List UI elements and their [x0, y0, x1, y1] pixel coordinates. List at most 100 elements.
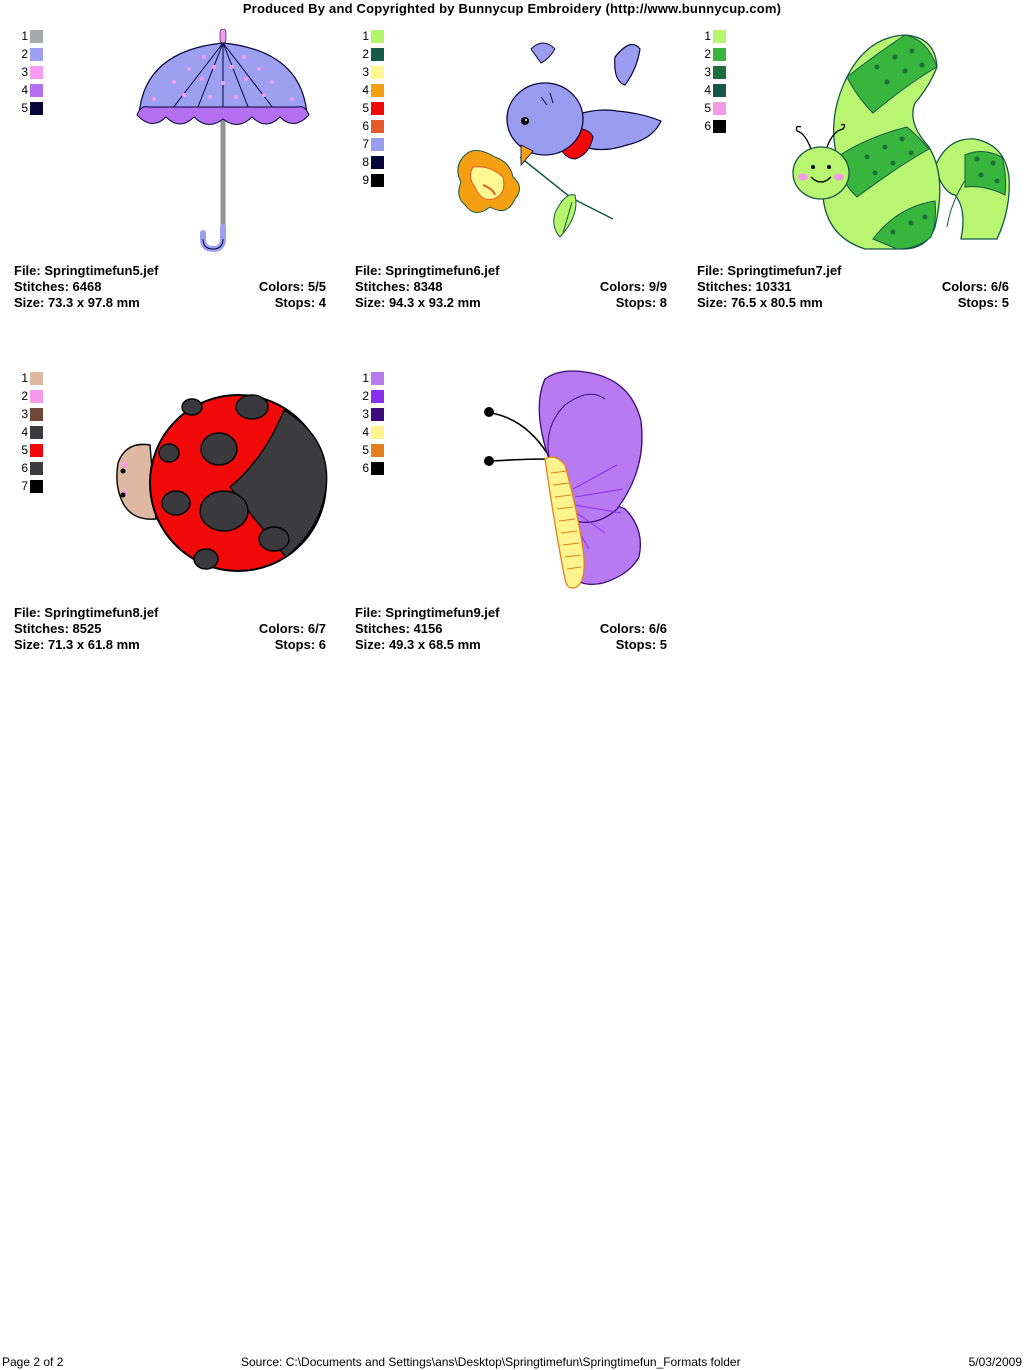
thread-color-number: 6	[362, 119, 369, 133]
thread-color-row: 2	[359, 387, 384, 405]
caterpillar-embroidery-image	[792, 34, 1010, 250]
thread-color-swatch	[371, 173, 384, 187]
thread-color-row: 5	[359, 99, 384, 117]
stitch-count: Stitches: 8348	[355, 279, 443, 294]
thread-color-row: 3	[359, 405, 384, 423]
thread-color-swatch	[30, 389, 43, 403]
thread-color-number: 1	[362, 29, 369, 43]
thread-color-number: 5	[362, 101, 369, 115]
thread-color-swatch	[30, 29, 43, 43]
page-number: Page 2 of 2	[2, 1355, 64, 1369]
thread-color-row: 4	[701, 81, 726, 99]
thread-color-swatch	[713, 83, 726, 97]
stop-count: Stops: 6	[274, 637, 326, 652]
thread-color-row: 7	[359, 135, 384, 153]
umbrella-embroidery-image	[136, 28, 310, 253]
thread-color-number: 1	[704, 29, 711, 43]
print-date: 5/03/2009	[968, 1355, 1022, 1369]
thread-color-row: 4	[18, 423, 43, 441]
thread-color-row: 3	[359, 63, 384, 81]
thread-color-row: 1	[359, 27, 384, 45]
bird-embroidery-image	[457, 42, 662, 238]
thread-color-row: 5	[18, 441, 43, 459]
thread-color-list: 1 2 3 4 5 6 7 8 9	[359, 27, 384, 189]
thread-color-swatch	[371, 389, 384, 403]
thread-color-number: 8	[362, 155, 369, 169]
thread-color-number: 4	[21, 83, 28, 97]
thread-color-row: 6	[359, 117, 384, 135]
thread-color-row: 2	[18, 387, 43, 405]
thread-color-swatch	[30, 101, 43, 115]
thread-color-row: 5	[701, 99, 726, 117]
thread-color-row: 3	[18, 405, 43, 423]
thread-color-row: 2	[359, 45, 384, 63]
thread-color-row: 1	[18, 369, 43, 387]
thread-color-swatch	[371, 137, 384, 151]
color-count: Colors: 9/9	[599, 279, 667, 294]
stitch-count: Stitches: 4156	[355, 621, 443, 636]
color-count: Colors: 6/7	[258, 621, 326, 636]
thread-color-number: 1	[362, 371, 369, 385]
thread-color-swatch	[371, 83, 384, 97]
thread-color-swatch	[371, 443, 384, 457]
thread-color-swatch	[371, 29, 384, 43]
thread-color-row: 6	[359, 459, 384, 477]
thread-color-row: 4	[18, 81, 43, 99]
thread-color-row: 5	[18, 99, 43, 117]
design-size: Size: 49.3 x 68.5 mm	[355, 637, 481, 652]
thread-color-number: 4	[362, 83, 369, 97]
thread-color-number: 5	[362, 443, 369, 457]
thread-color-swatch	[30, 425, 43, 439]
color-count: Colors: 6/6	[941, 279, 1009, 294]
thread-color-swatch	[371, 47, 384, 61]
thread-color-swatch	[371, 371, 384, 385]
thread-color-row: 4	[359, 81, 384, 99]
file-name: File: Springtimefun9.jef	[355, 605, 500, 620]
source-path: Source: C:\Documents and Settings\ans\De…	[241, 1355, 741, 1369]
thread-color-swatch	[371, 65, 384, 79]
thread-color-swatch	[371, 155, 384, 169]
thread-color-number: 3	[362, 65, 369, 79]
thread-color-number: 1	[21, 371, 28, 385]
stitch-count: Stitches: 6468	[14, 279, 102, 294]
thread-color-number: 3	[704, 65, 711, 79]
stop-count: Stops: 5	[615, 637, 667, 652]
thread-color-row: 9	[359, 171, 384, 189]
file-name: File: Springtimefun5.jef	[14, 263, 159, 278]
page-header: Produced By and Copyrighted by Bunnycup …	[242, 1, 782, 16]
thread-color-number: 3	[21, 407, 28, 421]
design-size: Size: 94.3 x 93.2 mm	[355, 295, 481, 310]
thread-color-row: 4	[359, 423, 384, 441]
stop-count: Stops: 8	[615, 295, 667, 310]
design-size: Size: 73.3 x 97.8 mm	[14, 295, 140, 310]
design-info: File: Springtimefun7.jef Stitches: 10331…	[697, 263, 1009, 311]
thread-color-row: 1	[359, 369, 384, 387]
thread-color-swatch	[30, 407, 43, 421]
thread-color-swatch	[30, 65, 43, 79]
stop-count: Stops: 4	[274, 295, 326, 310]
butterfly-embroidery-image	[484, 370, 643, 589]
thread-color-row: 8	[359, 153, 384, 171]
thread-color-swatch	[30, 461, 43, 475]
thread-color-number: 3	[21, 65, 28, 79]
thread-color-number: 5	[21, 101, 28, 115]
thread-color-number: 6	[704, 119, 711, 133]
thread-color-row: 6	[18, 459, 43, 477]
thread-color-number: 4	[21, 425, 28, 439]
thread-color-number: 6	[362, 461, 369, 475]
thread-color-swatch	[371, 407, 384, 421]
thread-color-number: 2	[362, 389, 369, 403]
file-name: File: Springtimefun8.jef	[14, 605, 159, 620]
thread-color-row: 3	[701, 63, 726, 81]
thread-color-number: 2	[21, 47, 28, 61]
file-name: File: Springtimefun7.jef	[697, 263, 842, 278]
thread-color-row: 2	[701, 45, 726, 63]
